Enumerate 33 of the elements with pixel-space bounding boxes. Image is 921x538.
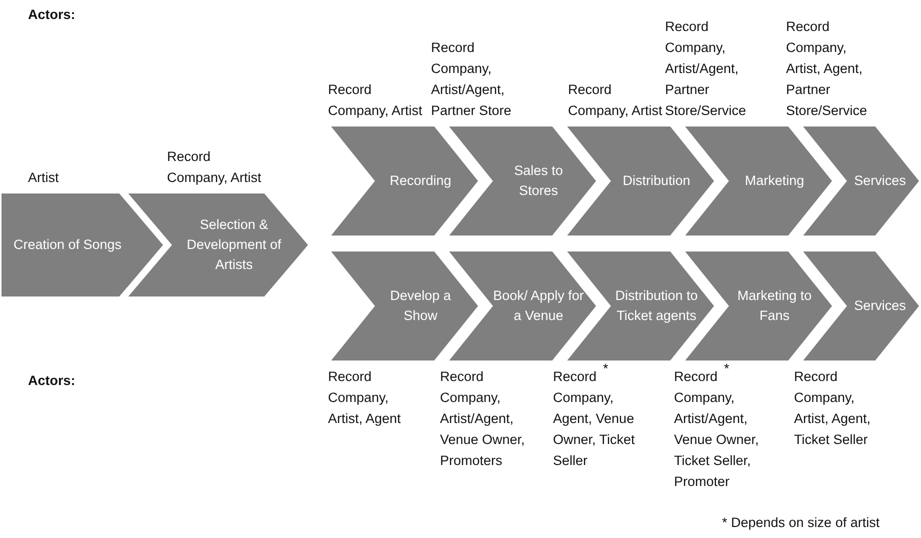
chevron-step [446, 250, 598, 362]
actors-note: Record Company, Artist/Agent, Partner Store/Service [665, 18, 748, 120]
section-heading: Actors: [28, 6, 76, 24]
chevron-step [125, 192, 310, 298]
step-label: Marketing [744, 172, 804, 190]
chevron-step [800, 250, 921, 362]
step-label: Distribution [622, 172, 690, 190]
step-label: Develop a Show [389, 287, 452, 325]
step-label: Selection & Development of Artists [186, 216, 282, 274]
actors-note: Record Company, Artist [568, 81, 663, 120]
actors-note: Record Company, Artist/Agent, Partner Store [431, 39, 512, 120]
footnote: * Depends on size of artist [722, 514, 880, 532]
actors-note: Record Company, Artist/Agent, Venue Owner, Promoters [440, 368, 526, 470]
actors-note: Record Company, Artist, Agent [328, 368, 402, 428]
chevron-step [564, 125, 716, 237]
chevron-step [564, 250, 716, 362]
step-label: Recording [390, 172, 452, 190]
actors-note: Record Company, Artist, Agent, Ticket Seller [794, 368, 872, 449]
chevron-step [0, 192, 165, 298]
step-label: Book/ Apply for a Venue [493, 287, 584, 325]
step-label: Sales to Stores [513, 162, 564, 200]
step-label: Services [854, 297, 906, 315]
actors-note: Artist [28, 169, 60, 187]
step-label: Marketing to Fans [736, 287, 813, 325]
actors-note: Record Company, Artist [167, 148, 262, 187]
step-label: Services [854, 172, 906, 190]
step-label: Creation of Songs [13, 236, 122, 254]
section-heading: Actors: [28, 372, 76, 390]
step-label: Distribution to Ticket agents [614, 287, 699, 325]
chevron-step [328, 125, 480, 237]
actors-note: Record Company, Artist, Agent, Partner Store/Service [786, 18, 868, 120]
chevron-step [328, 250, 480, 362]
actors-note: Record Company, Artist [328, 81, 423, 120]
